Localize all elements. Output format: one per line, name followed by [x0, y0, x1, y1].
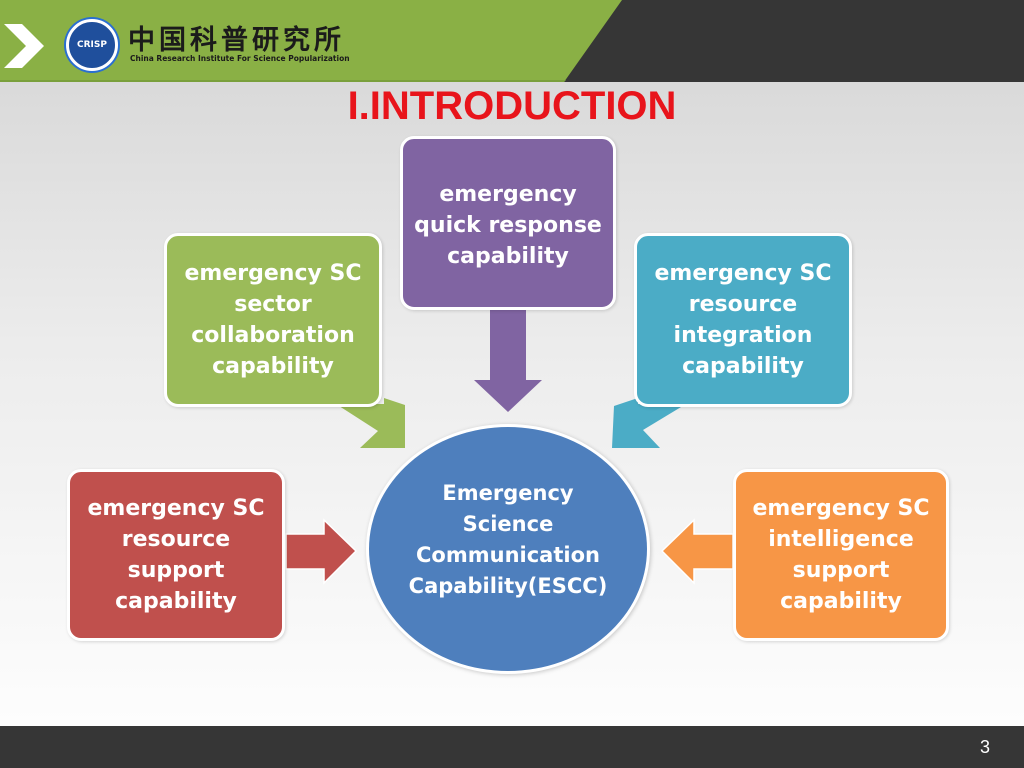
bottom-bar: [0, 726, 1024, 768]
page-number: 3: [979, 737, 990, 757]
node-intelligence-support: emergency SC intelligence support capabi…: [733, 469, 949, 641]
arrow-sector-collaboration: [336, 398, 405, 448]
logo-english-name: China Research Institute For Science Pop…: [130, 54, 350, 63]
node-quick-response: emergency quick response capability: [400, 136, 616, 310]
arrow-resource-support: [285, 518, 358, 585]
crisp-logo: CRISP: [66, 19, 118, 71]
node-resource-integration: emergency SC resource integration capabi…: [634, 233, 852, 407]
forward-arrow-icon: [4, 24, 44, 68]
node-resource-support: emergency SC resource support capability: [67, 469, 285, 641]
top-banner: [0, 0, 1024, 82]
arrow-quick-response: [474, 310, 542, 412]
node-sector-collaboration: emergency SC sector collaboration capabi…: [164, 233, 382, 407]
node-escc-center: Emergency Science Communication Capabili…: [366, 424, 650, 674]
arrow-resource-integration: [612, 398, 686, 448]
logo-chinese-name: 中国科普研究所: [128, 25, 345, 56]
slide-title: I.INTRODUCTION: [347, 84, 677, 128]
arrow-intelligence-support: [660, 518, 734, 585]
